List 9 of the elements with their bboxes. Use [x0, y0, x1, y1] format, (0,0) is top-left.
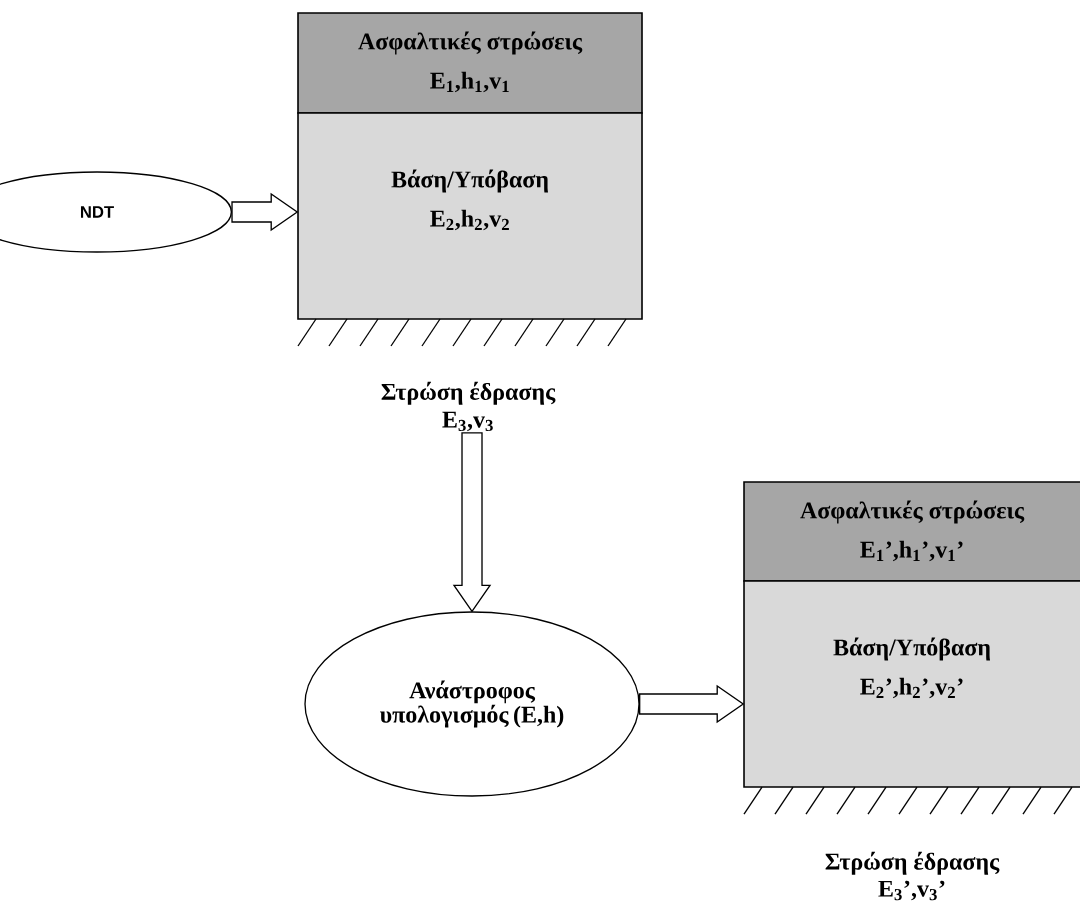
layer-box: Ασφαλτικές στρώσεις E$_{1}$’,h$_{1}$’,v$_{1}$’: [743, 481, 1080, 582]
layer-box: Βάση/Υπόβαση E$_{2}$,h$_{2}$,v$_{2}$: [297, 112, 643, 320]
layer-box: Βάση/Υπόβαση E$_{2}$’,h$_{2}$’,v$_{2}$’: [743, 580, 1080, 788]
block-arrow: [452, 432, 492, 613]
block-arrow: [231, 192, 299, 232]
layer-box: Ασφαλτικές στρώσεις E$_{1}$,h$_{1}$,v$_{1}$: [297, 12, 643, 114]
block-arrow: [639, 684, 745, 724]
layer-label: Στρώση έδρασης E$_{3}$’,v$_{3}$’: [825, 851, 1000, 901]
layer-label: Στρώση έδρασης E$_{3}$,v$_{3}$: [381, 381, 556, 432]
